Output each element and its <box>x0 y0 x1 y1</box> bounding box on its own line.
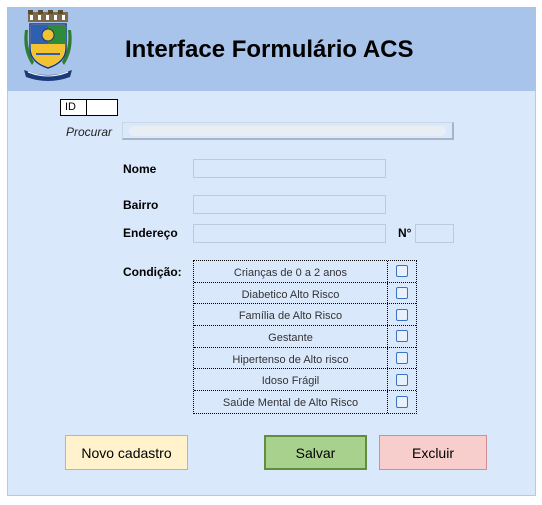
condition-label: Saúde Mental de Alto Risco <box>194 391 388 413</box>
condition-row: Idoso Frágil <box>194 369 416 392</box>
condition-row: Família de Alto Risco <box>194 304 416 327</box>
endereco-label: Endereço <box>123 226 178 240</box>
search-label: Procurar <box>66 125 113 139</box>
condition-row: Gestante <box>194 326 416 348</box>
nome-field[interactable] <box>193 159 386 178</box>
condition-checkbox[interactable] <box>396 373 408 386</box>
condition-row: Saúde Mental de Alto Risco <box>194 391 416 413</box>
condition-label: Idoso Frágil <box>194 369 388 391</box>
condition-row: Hipertenso de Alto risco <box>194 347 416 370</box>
id-label: ID <box>61 100 87 115</box>
new-record-button[interactable]: Novo cadastro <box>65 435 188 470</box>
condition-row: Diabetico Alto Risco <box>194 282 416 305</box>
condition-label: Família de Alto Risco <box>194 304 388 326</box>
endereco-field[interactable] <box>193 224 386 243</box>
condition-checkbox[interactable] <box>396 330 408 343</box>
bairro-label: Bairro <box>123 198 159 212</box>
delete-button[interactable]: Excluir <box>379 435 487 470</box>
nome-label: Nome <box>123 162 157 176</box>
condition-checkbox[interactable] <box>396 352 408 365</box>
condition-label: Gestante <box>194 326 388 347</box>
bairro-field[interactable] <box>193 195 386 214</box>
condition-label: Crianças de 0 a 2 anos <box>194 261 388 282</box>
condition-checkbox[interactable] <box>396 287 408 300</box>
municipal-coat-of-arms-logo <box>24 10 72 81</box>
numero-label: N° <box>398 226 412 240</box>
numero-field[interactable] <box>415 224 454 243</box>
save-button[interactable]: Salvar <box>264 435 367 470</box>
search-input-track <box>129 126 446 136</box>
condition-checkbox[interactable] <box>396 308 408 321</box>
header-bar <box>7 7 536 91</box>
condition-table: Crianças de 0 a 2 anos Diabetico Alto Ri… <box>193 260 417 414</box>
condicao-label: Condição: <box>123 265 182 279</box>
search-input[interactable] <box>122 122 454 140</box>
condition-label: Hipertenso de Alto risco <box>194 347 388 369</box>
condition-row: Crianças de 0 a 2 anos <box>194 261 416 283</box>
id-field[interactable] <box>87 100 117 115</box>
condition-checkbox[interactable] <box>396 395 408 408</box>
condition-label: Diabetico Alto Risco <box>194 282 388 304</box>
condition-checkbox[interactable] <box>396 265 408 278</box>
page-title: Interface Formulário ACS <box>125 36 414 63</box>
id-box: ID <box>60 99 118 116</box>
